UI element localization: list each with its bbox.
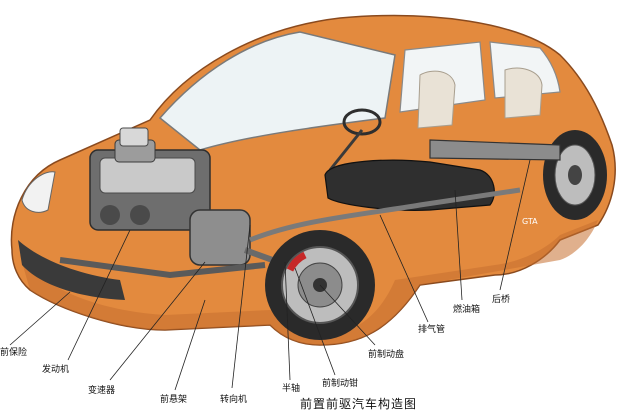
label-steering: 转向机 (220, 395, 248, 405)
label-fuel-tank: 燃油箱 (453, 305, 481, 315)
leader-lines (9, 159, 531, 391)
rear-wheel (543, 130, 607, 220)
front-subframe (59, 257, 266, 279)
leader-front-bumper (9, 291, 71, 346)
label-brake-caliper: 前制动钳 (322, 379, 359, 389)
label-front-suspension: 前悬架 (160, 395, 188, 405)
headlight (21, 171, 56, 213)
leader-brake-disc (319, 284, 376, 346)
label-transmission: 变速器 (88, 386, 116, 396)
model-badge: GTA (522, 217, 538, 226)
label-exhaust-pipe: 排气管 (418, 325, 446, 335)
label-front-bumper: 前保险 (0, 348, 28, 358)
engine-assembly (89, 127, 211, 231)
leader-brake-caliper (294, 267, 336, 376)
fuel-tank-shape (324, 159, 495, 211)
label-half-shaft: 半轴 (282, 384, 301, 394)
leader-front-suspension (174, 299, 206, 391)
windshield (158, 31, 396, 151)
leader-steering (231, 224, 251, 389)
leader-fuel-tank (454, 189, 463, 301)
transmission-unit (189, 209, 251, 266)
rear-axle-beam (429, 139, 561, 161)
leader-half-shaft (284, 261, 291, 381)
front-grille (18, 240, 125, 300)
diagram-caption: 前置前驱汽车构造图 (300, 397, 418, 411)
leader-transmission (109, 261, 206, 381)
label-engine: 发动机 (42, 365, 70, 375)
steering-wheel (342, 108, 382, 136)
front-seat (417, 70, 456, 129)
leader-engine (67, 229, 131, 361)
steering-column (328, 129, 364, 171)
leader-exhaust-pipe (379, 214, 429, 323)
rear-seat (504, 67, 543, 119)
label-brake-disc: 前制动盘 (368, 350, 405, 360)
leader-rear-axle (499, 159, 531, 291)
exhaust-line (249, 187, 521, 243)
label-rear-axle: 后桥 (492, 295, 511, 305)
